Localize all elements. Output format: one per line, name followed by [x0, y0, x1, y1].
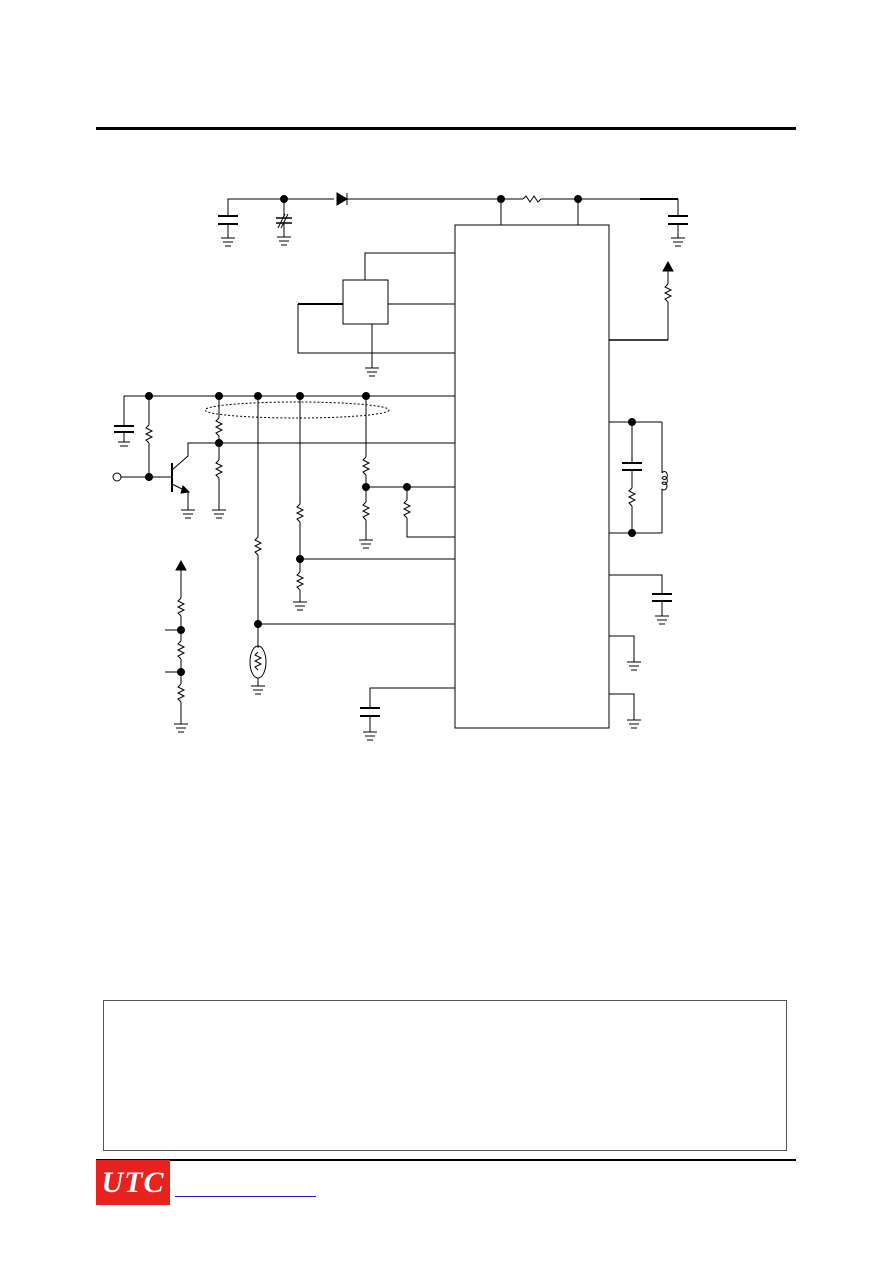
- utc-logo: UTC: [96, 1160, 170, 1205]
- output-filter: [609, 574, 672, 729]
- notice-box: [103, 1000, 787, 1151]
- website-link[interactable]: [175, 1196, 316, 1197]
- footer-rule: [96, 1159, 796, 1161]
- inductor: [661, 471, 668, 491]
- ic-body: [454, 224, 610, 729]
- diode: [336, 192, 348, 206]
- header-rule: [96, 127, 796, 130]
- divider-chain: [165, 559, 188, 733]
- input-capacitor: [218, 215, 238, 247]
- sense-resistor: [522, 195, 542, 203]
- logo-text: UTC: [101, 1165, 165, 1199]
- input-network: [112, 392, 455, 695]
- supply-rail: [227, 192, 678, 225]
- resonant-network: [609, 418, 668, 537]
- sub-block: [297, 252, 455, 377]
- bulk-capacitor: [276, 199, 292, 246]
- timing-capacitor: [360, 687, 455, 741]
- output-capacitor: [668, 199, 688, 247]
- application-circuit-diagram: [112, 192, 688, 741]
- pullup-resistor: [609, 260, 674, 341]
